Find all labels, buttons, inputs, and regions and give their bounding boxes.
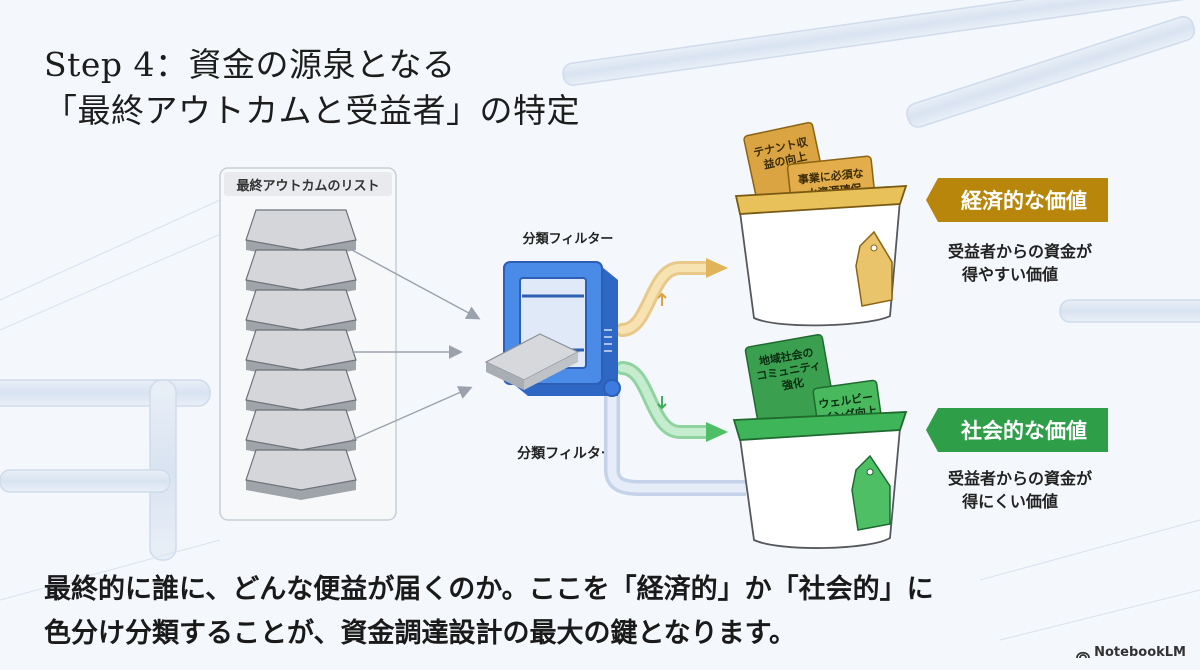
list-panel-header [224, 172, 392, 196]
economic-badge-label: 経済的な価値 [961, 189, 1087, 213]
social-badge: 社会的な価値 [926, 408, 1108, 452]
filter-port [603, 379, 621, 397]
input-arrow-3 [351, 386, 473, 441]
caption: 最終的に誰に、どんな便益が届くのか。ここを「経済的」か「社会的」に 色分け分類す… [44, 568, 934, 656]
outcome-list-panel: 最終アウトカムのリスト [219, 167, 397, 521]
input-arrow-1 [351, 249, 481, 320]
economic-badge: 経済的な価値 [926, 178, 1108, 222]
social-bucket: 地域社会の コミュニティ 強化 ウェルビー イング向上 [732, 333, 908, 549]
social-desc-line-2: 得にくい価値 [961, 492, 1058, 511]
bottom-pipe [604, 392, 746, 496]
social-badge-label: 社会的な価値 [960, 419, 1087, 443]
economic-desc-line-2: 得やすい価値 [961, 265, 1058, 284]
social-pipe [615, 361, 728, 442]
economic-bucket: テナント収 益の向上 事業に必須な 水資源確保 [734, 121, 908, 327]
title-line-1: Step 4：資金の源泉となる [44, 45, 456, 84]
input-arrows [351, 249, 481, 441]
notebooklm-logo: NotebookLM [1076, 645, 1186, 660]
social-tag [851, 454, 891, 531]
economic-tag [855, 230, 893, 307]
classification-filter [484, 261, 621, 397]
notebooklm-logo-icon [1076, 651, 1091, 658]
list-panel-label: 最終アウトカムのリスト [236, 178, 379, 194]
caption-line-2: 色分け分類することが、資金調達設計の最大の鍵となります。 [44, 618, 796, 649]
outcome-tiles [245, 209, 357, 500]
social-desc-line-1: 受益者からの資金が [948, 469, 1092, 488]
economic-pipe [615, 258, 728, 337]
economic-desc-line-1: 受益者からの資金が [948, 242, 1092, 261]
filter-label-bottom: 分類フィルター [517, 446, 615, 462]
outcome-tile [245, 449, 357, 500]
logo-text: NotebookLM [1094, 645, 1186, 660]
page-title: Step 4：資金の源泉となる 「最終アウトカムと受益者」の特定 [44, 42, 580, 134]
caption-line-1: 最終的に誰に、どんな便益が届くのか。ここを「経済的」か「社会的」に [44, 574, 934, 605]
title-line-2: 「最終アウトカムと受益者」の特定 [44, 91, 580, 130]
filter-label-top: 分類フィルター [523, 231, 614, 247]
